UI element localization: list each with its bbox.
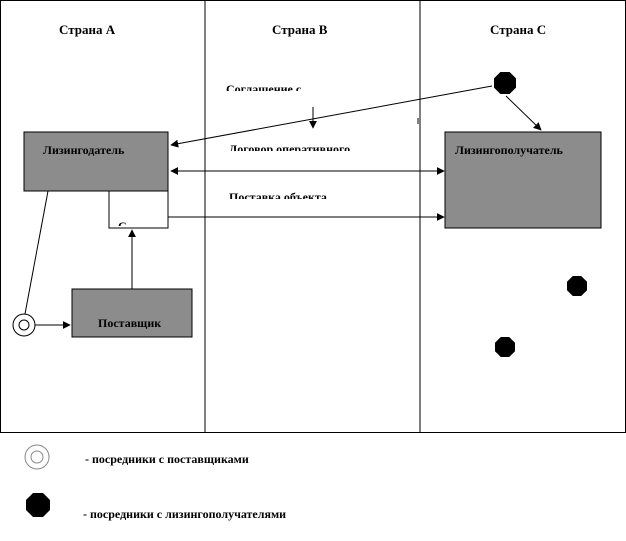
lessor-box [23, 131, 169, 192]
black-octagon-icon [567, 276, 587, 296]
column-header-b: Страна B [272, 22, 328, 37]
double-circle-icon [12, 313, 36, 337]
column-header-a: Страна A [59, 22, 116, 37]
contract-label: Договор оперативного [229, 142, 351, 151]
contract-box-label: С [118, 219, 127, 226]
lessor-label: Лизингодатель [43, 143, 125, 157]
legend-black-octagon-icon [26, 493, 50, 517]
legend-double-circle-icon [24, 444, 50, 470]
lessee-box [444, 131, 602, 229]
lessee-label: Лизингополучатель [455, 143, 563, 157]
lessor-to-intermediary-line [24, 190, 49, 315]
delivery-label: Поставка объекта [229, 190, 327, 199]
legend-supplier-intermediaries: - посредники с поставщиками [85, 452, 249, 466]
legend-lessee-intermediaries: - посредники с лизингополучателями [83, 507, 287, 521]
intermediary-to-lessee-arrow [505, 95, 542, 131]
supplier-label: Поставщик [98, 316, 162, 330]
contract-box [108, 190, 169, 229]
agreement-label: Соглашение с [226, 82, 302, 91]
agreement-arrow [170, 85, 493, 148]
column-header-c: Страна C [490, 22, 547, 37]
black-octagon-icon [494, 72, 516, 94]
black-octagon-icon [495, 337, 515, 357]
